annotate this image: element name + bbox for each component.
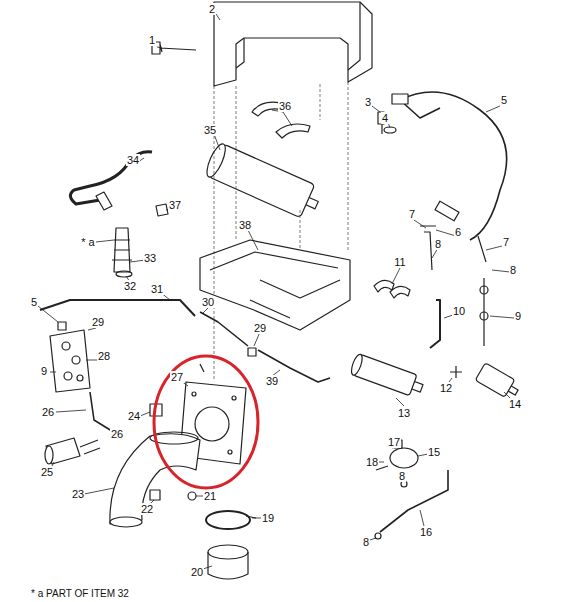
callout-number: 29 [91,316,105,328]
callout-number: 25 [40,466,54,478]
footnote: * a PART OF ITEM 32 [30,588,130,600]
callout-number: 7 [502,236,510,248]
callout-number: 28 [97,350,111,362]
callout-number: 34 [126,154,140,166]
callout-number: 6 [454,226,462,238]
callout-number: 9 [514,310,522,322]
callout-number: 16 [419,526,433,538]
callout-number: 19 [261,512,275,524]
callout-number: 8 [398,470,406,482]
callout-number: 17 [387,436,401,448]
callout-number: 11 [393,256,406,268]
callout-number: 22 [140,503,154,515]
callout-number: 15 [427,446,441,458]
callout-number: 31 [150,283,164,295]
callout-number: 26 [110,428,124,440]
callout-number: * a [80,236,95,248]
callout-number: 7 [408,208,416,220]
callout-number: 12 [439,382,453,394]
callout-number: 32 [123,280,137,292]
callout-number: 38 [238,219,252,231]
callout-number: 27 [170,371,184,383]
callout-number: 8 [362,536,370,548]
callout-number: 39 [265,375,279,387]
callout-number: 3 [364,96,372,108]
callout-number: 30 [201,296,215,308]
callout-number: 23 [71,488,85,500]
callout-number: 5 [30,296,38,308]
callout-number: 5 [500,94,508,106]
callout-number: 24 [127,410,141,422]
callout-number: 37 [168,199,182,211]
callout-number: 36 [278,100,292,112]
callout-number: 9 [40,365,48,377]
callout-number: 13 [397,407,411,419]
callout-number: 1 [148,34,156,46]
callout-number: 8 [509,264,517,276]
callout-number: 2 [208,3,216,15]
callout-number: 8 [434,238,442,250]
callout-number: 33 [143,252,157,264]
callout-number: 29 [253,322,267,334]
callout-number: 26 [41,406,55,418]
callout-number: 14 [508,398,522,410]
callout-number: 10 [452,305,466,317]
callout-number: 21 [203,490,217,502]
callout-number: 4 [381,112,389,124]
callout-number: 20 [190,566,204,578]
callout-number: 18 [365,456,379,468]
callout-number: 35 [203,124,217,136]
